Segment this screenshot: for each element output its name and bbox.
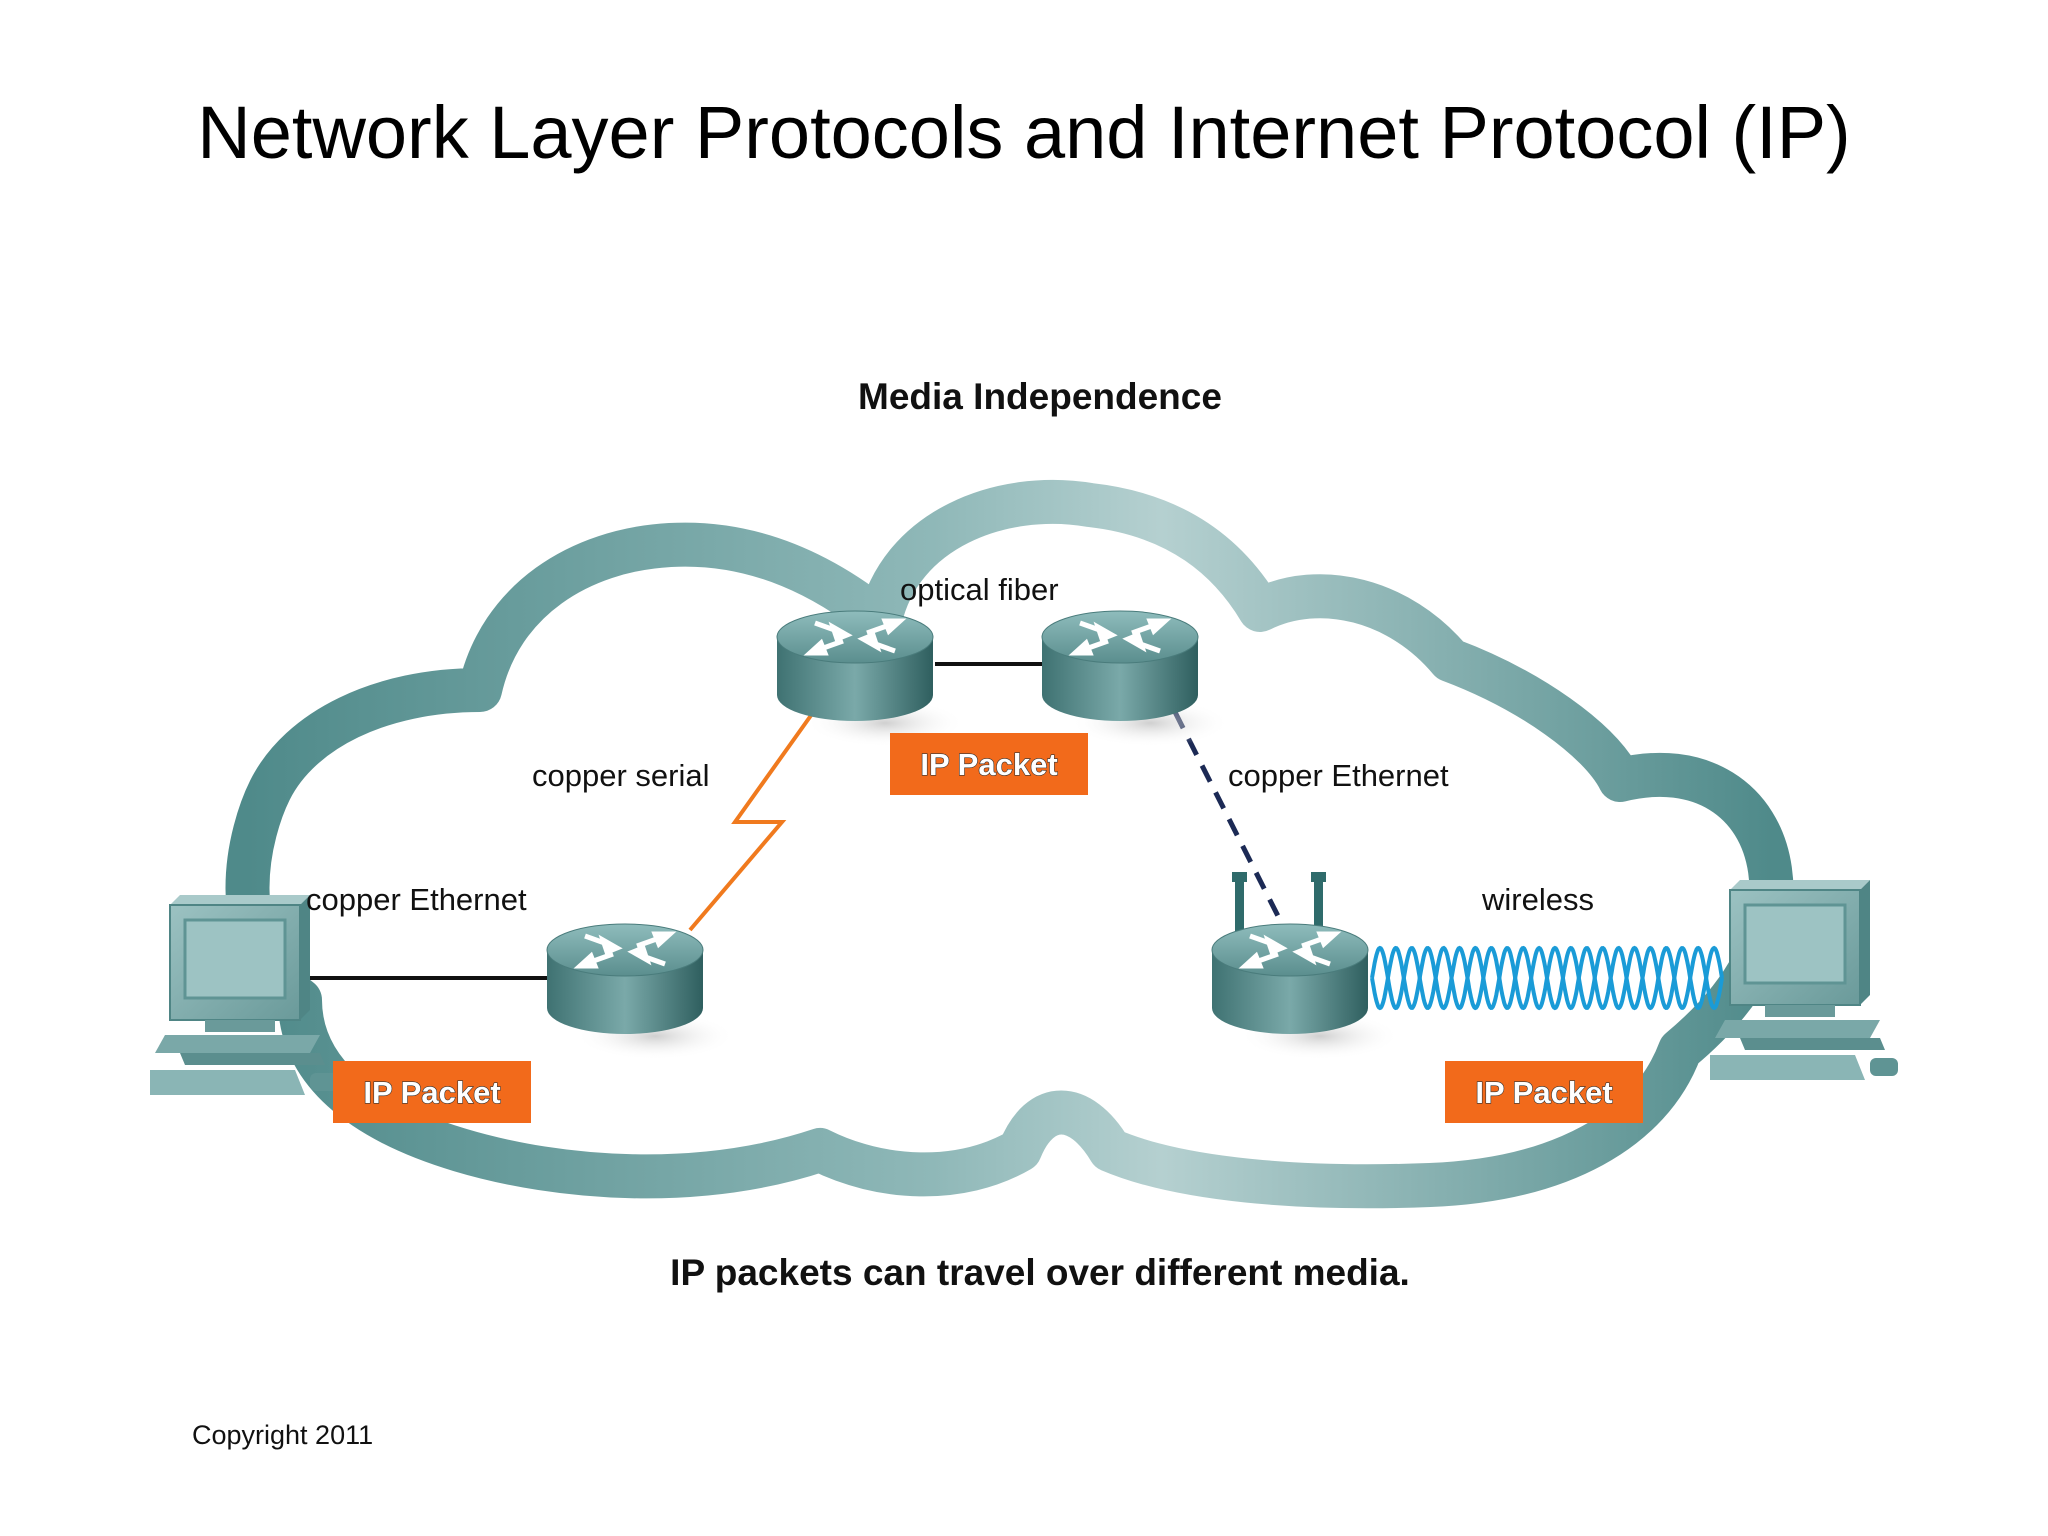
cloud-shape <box>225 480 1794 1209</box>
copyright-notice: Copyright 2011 <box>192 1420 374 1450</box>
wireless-link <box>1370 945 1724 1011</box>
diagram-title: Media Independence <box>858 376 1222 417</box>
copper-ethernet-left-label: copper Ethernet <box>306 882 527 917</box>
ip-packet-label: IP Packet <box>363 1075 500 1110</box>
slide-title: Network Layer Protocols and Internet Pro… <box>197 91 1851 174</box>
copper-serial-link <box>688 712 814 932</box>
wireless-label: wireless <box>1481 882 1594 917</box>
diagram-caption: IP packets can travel over different med… <box>670 1252 1410 1293</box>
ip-packet-label: IP Packet <box>1475 1075 1612 1110</box>
ip-packet-right: IP Packet <box>1445 1061 1643 1123</box>
ip-packet-left: IP Packet <box>333 1061 531 1123</box>
router-icon <box>546 923 735 1060</box>
computer-icon <box>1710 880 1898 1080</box>
computer-icon <box>150 895 338 1095</box>
router-icon <box>1041 610 1230 747</box>
ip-packet-top: IP Packet <box>890 733 1088 795</box>
optical-fiber-label: optical fiber <box>900 572 1059 607</box>
ip-packet-label: IP Packet <box>920 747 1057 782</box>
copper-ethernet-right-label: copper Ethernet <box>1228 758 1449 793</box>
wireless-router-icon <box>1211 872 1400 1060</box>
copper-serial-label: copper serial <box>532 758 709 793</box>
copper-ethernet-right-link <box>1172 710 1283 922</box>
